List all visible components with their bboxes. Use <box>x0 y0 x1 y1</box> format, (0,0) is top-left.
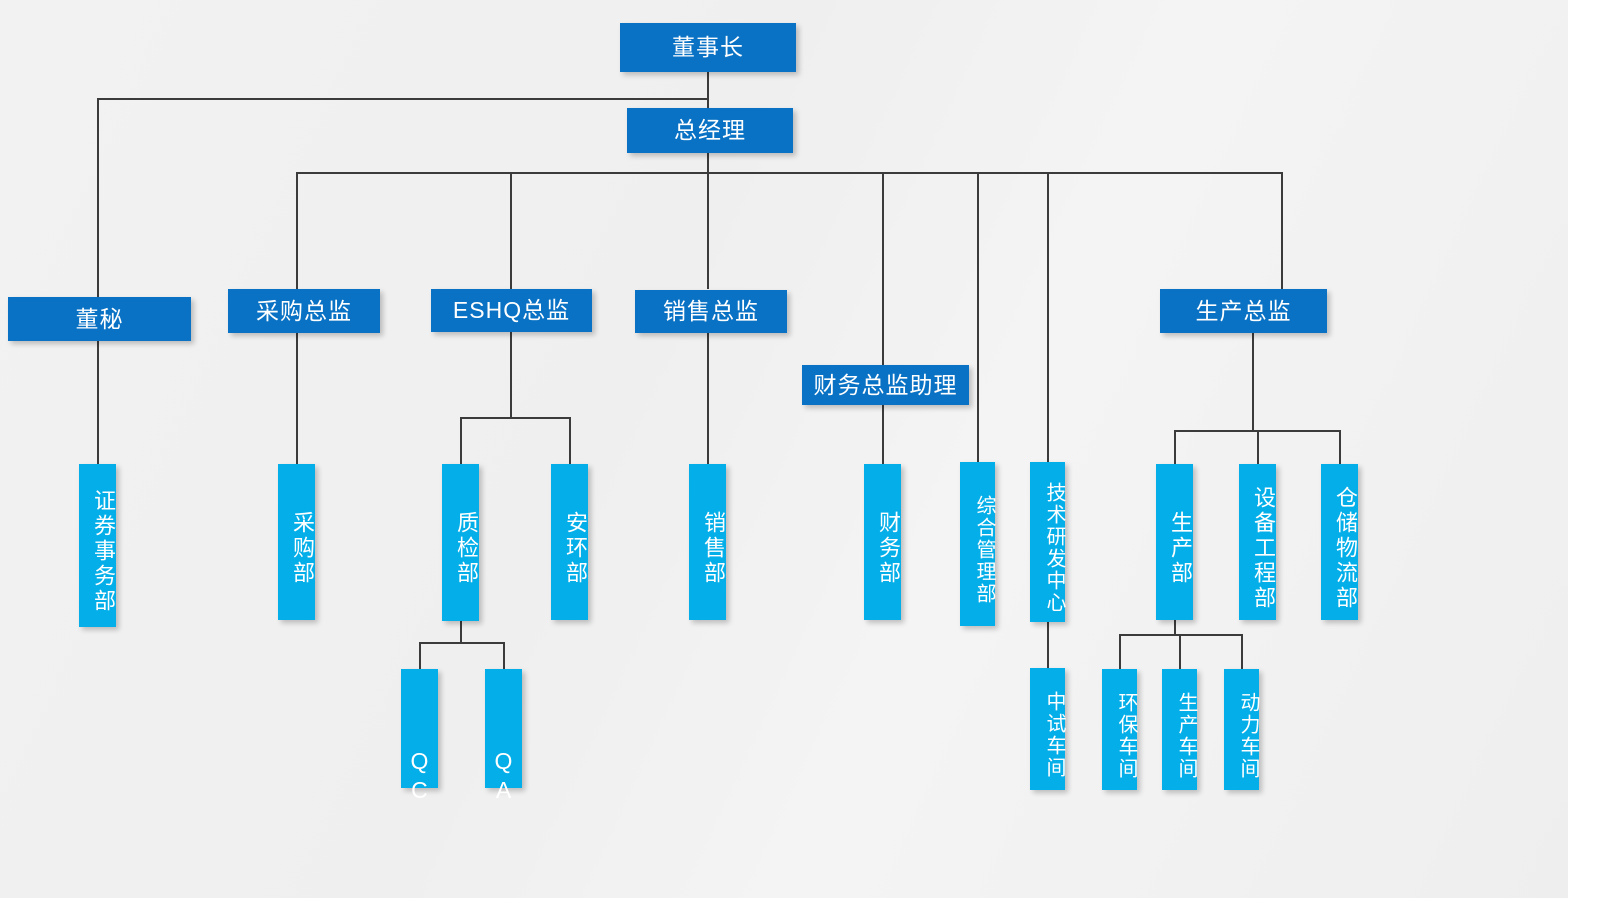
node-qc-unit[interactable]: Q C <box>401 669 438 803</box>
node-power-workshop-label: 动力车间 <box>1237 691 1259 780</box>
node-rnd-center-label: 技术研发中心 <box>1043 482 1065 614</box>
node-procurement-dept[interactable]: 采购部 <box>278 464 315 620</box>
connector-drop-equipment-dept <box>1257 430 1259 464</box>
node-sales-dept[interactable]: 销售部 <box>689 464 726 620</box>
node-equipment-dept-label: 设备工程部 <box>1251 485 1276 611</box>
node-production-dept-label: 生产部 <box>1168 510 1193 586</box>
node-securities-dept-label: 证券事务部 <box>91 489 116 614</box>
node-general-admin-dept-label: 综合管理部 <box>973 495 995 605</box>
connector-drop-env-workshop <box>1119 634 1121 669</box>
node-general-manager-label: 总经理 <box>674 117 746 144</box>
connector-chairman-bus <box>97 98 709 100</box>
connector-eshq-bus <box>460 417 571 419</box>
node-board-secretary[interactable]: 董秘 <box>8 297 191 341</box>
connector-drop-production-director <box>1281 172 1283 289</box>
node-chairman-label: 董事长 <box>672 34 744 61</box>
connector-rnd-to-pilot <box>1047 620 1049 668</box>
node-qa-unit[interactable]: Q A <box>485 669 522 803</box>
connector-production-director-stem <box>1252 333 1254 431</box>
node-qa-unit-letter-1: Q <box>494 748 513 774</box>
node-eshq-director-label: ESHQ总监 <box>452 297 571 324</box>
node-equipment-dept[interactable]: 设备工程部 <box>1239 464 1276 620</box>
connector-gm-bus <box>296 172 1282 174</box>
node-production-workshop-label: 生产车间 <box>1175 691 1197 780</box>
node-qc-dept[interactable]: 质检部 <box>442 464 479 621</box>
node-env-workshop-label: 环保车间 <box>1115 691 1137 780</box>
node-warehouse-dept[interactable]: 仓储物流部 <box>1321 464 1358 620</box>
node-production-dept[interactable]: 生产部 <box>1156 464 1193 620</box>
node-chairman[interactable]: 董事长 <box>620 23 796 72</box>
connector-drop-rnd-center <box>1047 172 1049 462</box>
node-procurement-dept-label: 采购部 <box>290 510 315 586</box>
connector-qc-dept-bus <box>419 642 504 644</box>
node-finance-dept[interactable]: 财务部 <box>864 464 901 620</box>
connector-drop-production-dept <box>1174 430 1176 464</box>
connector-finance-assistant-to-dept <box>882 405 884 464</box>
node-finance-dept-label: 财务部 <box>876 510 901 586</box>
connector-drop-production-workshop <box>1179 634 1181 669</box>
node-production-workshop[interactable]: 生产车间 <box>1162 669 1197 790</box>
connector-sales-director-to-dept <box>707 333 709 464</box>
connector-production-dept-stem <box>1174 620 1176 635</box>
connector-drop-qc-unit <box>419 642 421 669</box>
node-qc-unit-letter-2: C <box>411 776 428 803</box>
node-safety-env-dept-label: 安环部 <box>563 510 588 586</box>
node-qa-unit-letter-2: A <box>495 776 512 803</box>
node-eshq-director[interactable]: ESHQ总监 <box>431 289 592 332</box>
connector-drop-sales-director <box>707 172 709 289</box>
connector-gm-stem <box>707 153 709 174</box>
node-qc-unit-letter-1: Q <box>410 748 429 774</box>
node-safety-env-dept[interactable]: 安环部 <box>551 464 588 620</box>
node-general-manager[interactable]: 总经理 <box>627 108 793 153</box>
node-env-workshop[interactable]: 环保车间 <box>1102 669 1137 790</box>
node-sales-dept-label: 销售部 <box>701 510 726 586</box>
node-warehouse-dept-label: 仓储物流部 <box>1333 485 1358 611</box>
node-securities-dept[interactable]: 证券事务部 <box>79 464 116 627</box>
node-finance-assistant-label: 财务总监助理 <box>813 371 958 398</box>
connector-drop-procurement-director <box>296 172 298 289</box>
node-pilot-workshop[interactable]: 中试车间 <box>1030 668 1065 790</box>
connector-drop-qc-dept <box>460 417 462 464</box>
connector-drop-warehouse-dept <box>1339 430 1341 464</box>
node-board-secretary-label: 董秘 <box>75 305 124 332</box>
connector-qc-dept-stem <box>460 620 462 643</box>
node-general-admin-dept[interactable]: 综合管理部 <box>960 462 995 626</box>
node-power-workshop[interactable]: 动力车间 <box>1224 669 1259 790</box>
connector-chairman-stem <box>707 72 709 100</box>
connector-drop-board-secretary <box>97 98 99 297</box>
connector-drop-general-admin <box>977 172 979 462</box>
node-production-director[interactable]: 生产总监 <box>1160 289 1327 333</box>
node-qc-unit-label: Q C <box>411 747 429 805</box>
node-sales-director[interactable]: 销售总监 <box>635 290 787 333</box>
connector-board-secretary-to-securities <box>97 341 99 464</box>
connector-drop-finance-assistant <box>882 172 884 365</box>
connector-procurement-director-to-dept <box>296 333 298 464</box>
node-procurement-director[interactable]: 采购总监 <box>228 289 380 333</box>
connector-drop-qa-unit <box>503 642 505 669</box>
connector-drop-power-workshop <box>1241 634 1243 669</box>
node-qc-dept-label: 质检部 <box>454 511 479 586</box>
node-production-director-label: 生产总监 <box>1195 297 1292 324</box>
node-sales-director-label: 销售总监 <box>663 298 759 325</box>
node-procurement-director-label: 采购总监 <box>256 297 352 324</box>
node-qa-unit-label: Q A <box>495 747 513 805</box>
connector-drop-safety-dept <box>569 417 571 464</box>
node-rnd-center[interactable]: 技术研发中心 <box>1030 462 1065 622</box>
node-pilot-workshop-label: 中试车间 <box>1043 691 1065 779</box>
connector-drop-eshq-director <box>510 172 512 289</box>
connector-chairman-to-gm <box>707 98 709 110</box>
connector-eshq-stem <box>510 332 512 418</box>
node-finance-assistant[interactable]: 财务总监助理 <box>802 365 969 405</box>
